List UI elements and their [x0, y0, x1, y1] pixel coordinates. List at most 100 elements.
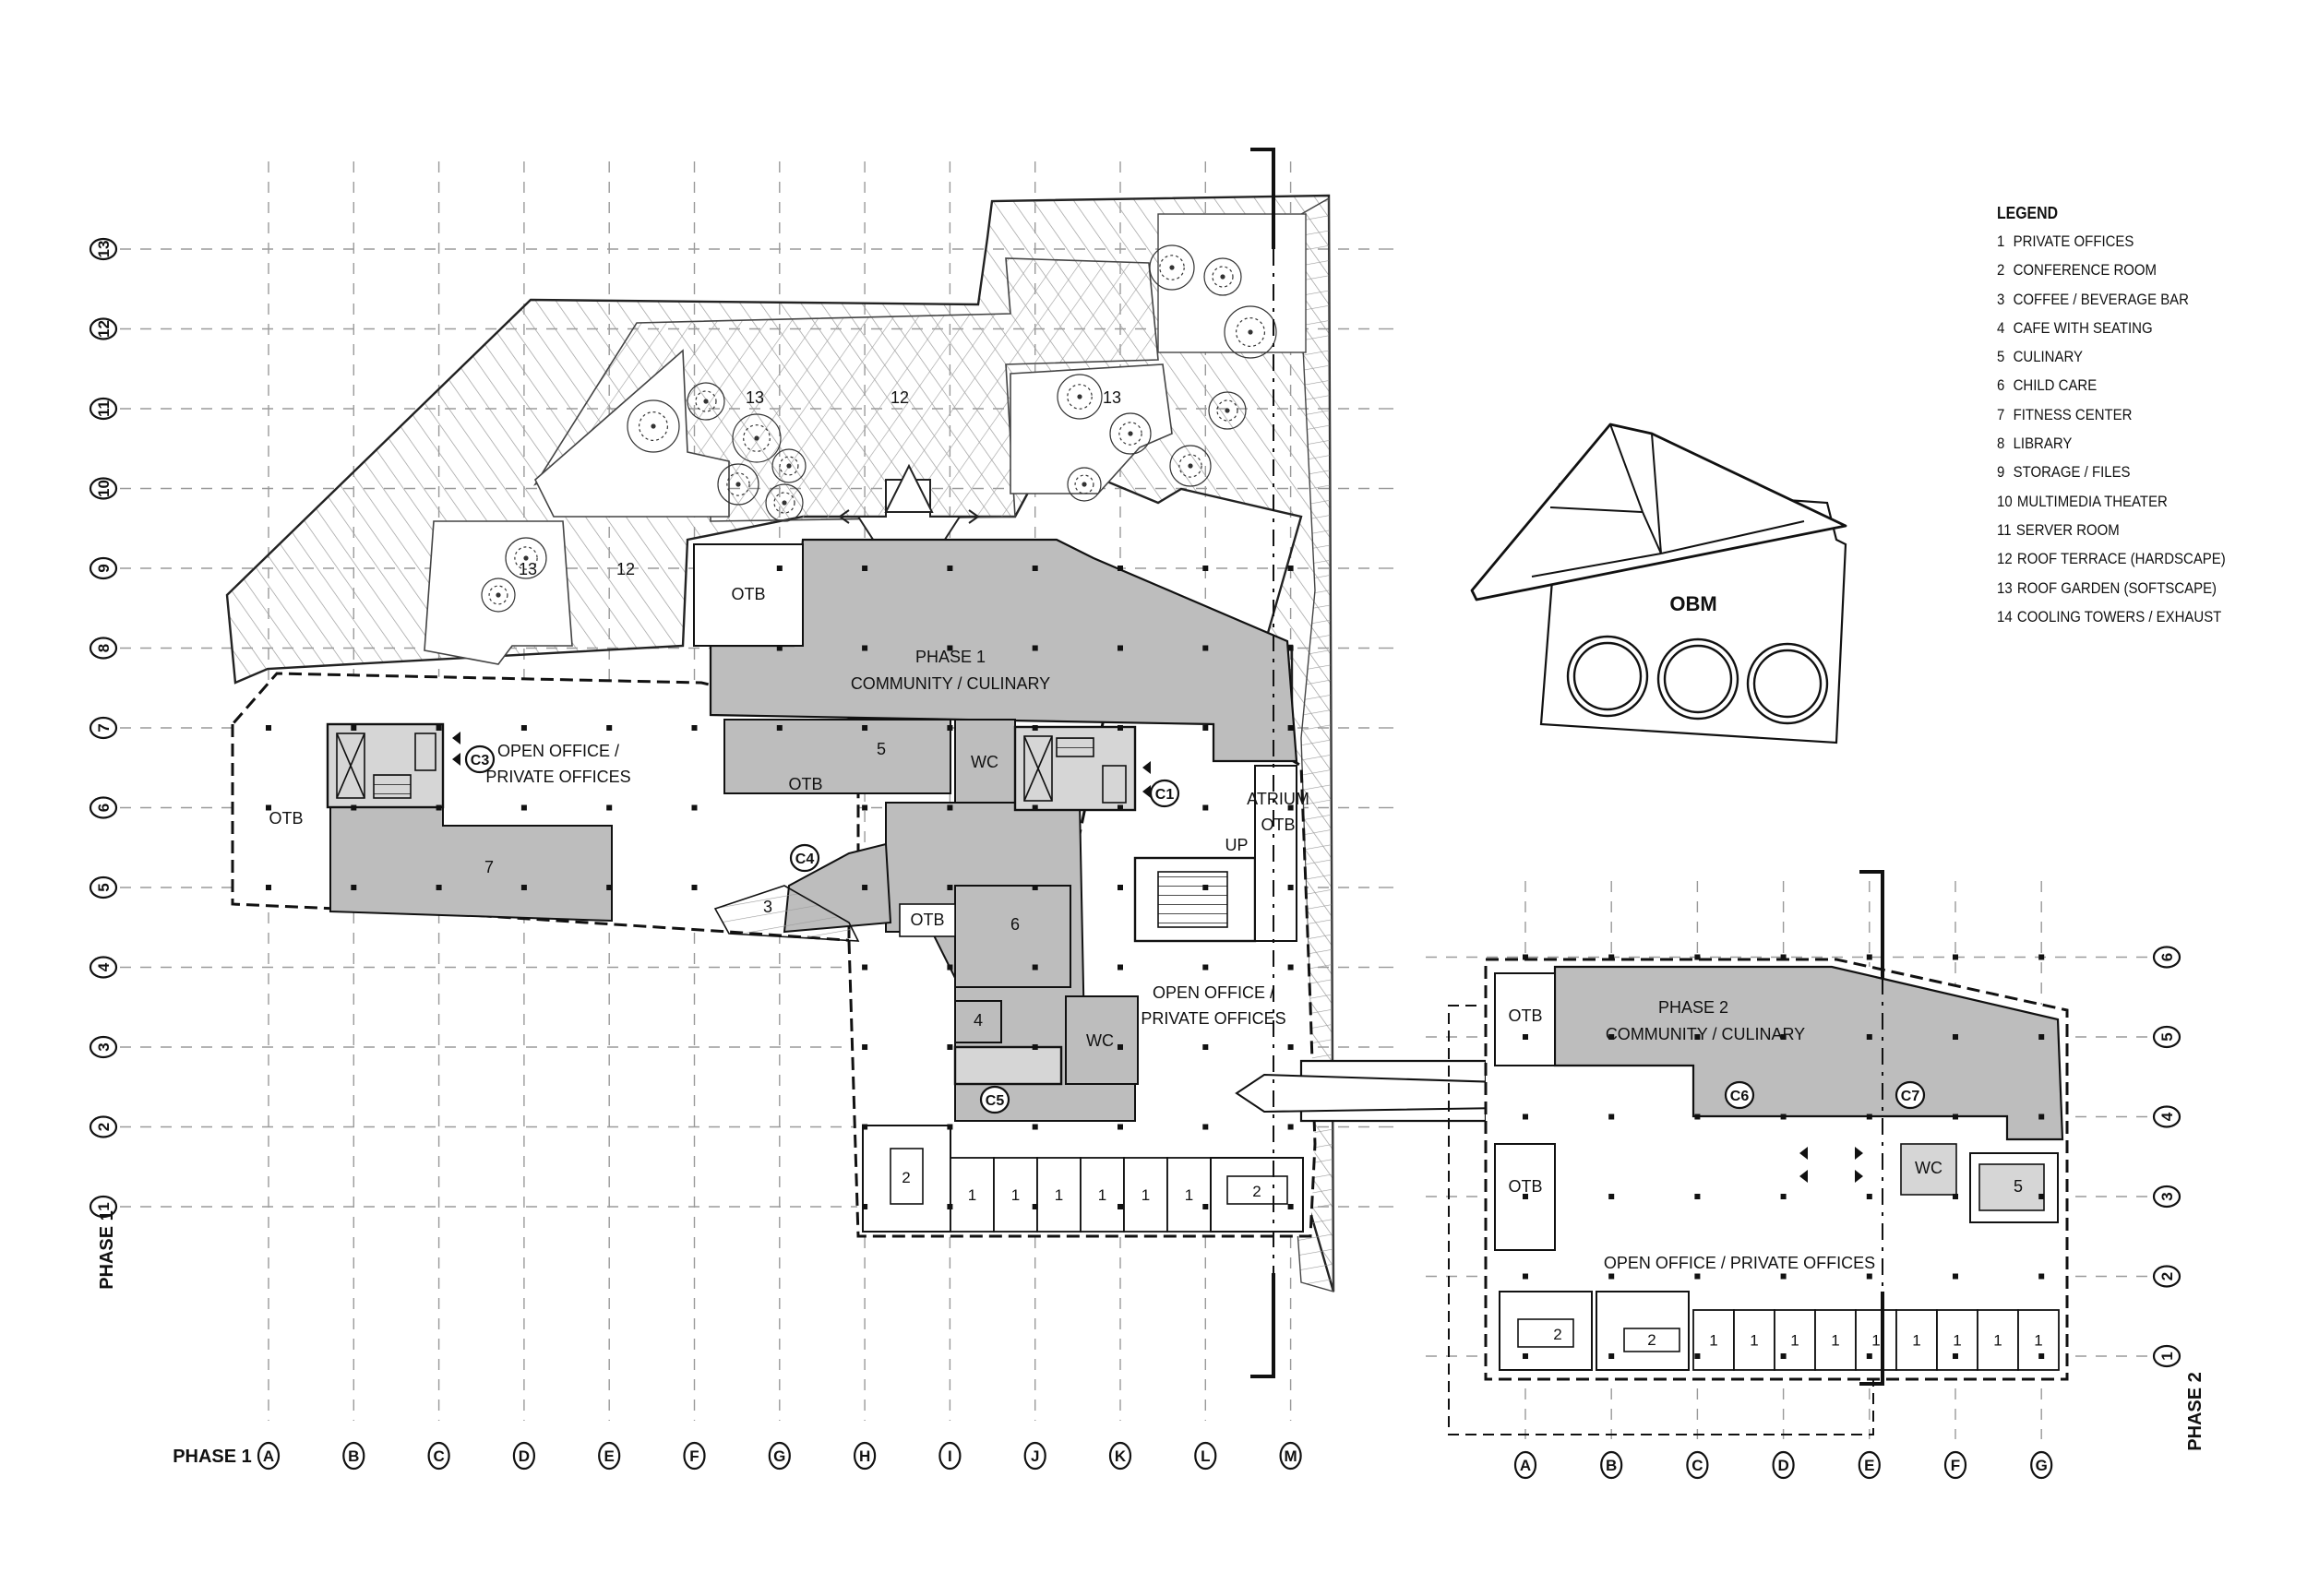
structural-column	[1608, 1273, 1615, 1280]
legend-item-label: CULINARY	[2013, 348, 2083, 366]
grid-bubble-label: D	[519, 1447, 530, 1465]
structural-column	[947, 725, 953, 731]
structural-column	[266, 725, 271, 731]
grid-bubble-ring	[683, 1441, 706, 1471]
grid-bubble: B	[1600, 1450, 1623, 1480]
direction-arrow-icon	[1855, 1170, 1863, 1183]
structural-column	[1523, 1114, 1528, 1120]
otb-room-p2-north	[1494, 972, 1556, 1066]
room-number-12b: 12	[616, 560, 635, 578]
grid-bubble: F	[1943, 1450, 1967, 1480]
structural-column	[862, 1044, 868, 1050]
structural-column	[1608, 954, 1615, 960]
core-tag-label: C5	[986, 1093, 1005, 1109]
tree-icon	[1109, 412, 1152, 455]
phase2-extent-outline	[1448, 1005, 1874, 1435]
otb-room-north	[693, 543, 804, 647]
legend-item-label: MULTIMEDIA THEATER	[2016, 492, 2168, 510]
tree-canopy	[1224, 305, 1277, 359]
tree-trunk	[786, 463, 792, 469]
legend-item-number: 5	[1997, 348, 2005, 366]
structural-column	[862, 1204, 868, 1209]
structural-column	[1118, 1204, 1123, 1209]
core-tag-label: C4	[795, 852, 815, 867]
structural-column	[266, 804, 271, 811]
structural-column	[1287, 885, 1294, 890]
legend-item-number: 12	[1997, 550, 2013, 568]
office-room-number: 1	[1142, 1186, 1150, 1204]
core-tag-ring	[1895, 1080, 1926, 1110]
grid-bubble-label: B	[348, 1447, 359, 1465]
grid-bubble: 8	[89, 637, 118, 660]
structural-column	[776, 566, 783, 571]
core-c5	[953, 1045, 1063, 1086]
legend-item-number: 1	[1997, 232, 2005, 250]
cooling-tower-3-inner	[1752, 649, 1823, 719]
legend-item-label: CHILD CARE	[2013, 376, 2098, 395]
tree-trunk	[496, 592, 501, 598]
structural-column	[1694, 1353, 1701, 1359]
office-room-number: 1	[1912, 1332, 1920, 1350]
structural-column	[1608, 1353, 1615, 1359]
grid-bubble: 10	[89, 477, 118, 500]
roof-area: 12 13 13 13 12	[225, 194, 1335, 1292]
coffee-bar	[713, 885, 860, 942]
structural-column	[1287, 1044, 1294, 1050]
grid-bubble: 1	[2152, 1344, 2181, 1368]
office-room-number: 1	[1011, 1186, 1020, 1204]
tree-canopy-inner	[514, 546, 538, 570]
grid-bubble-ring	[1279, 1441, 1302, 1471]
room-number-2: 2	[1252, 1183, 1261, 1200]
office-room-number: 1	[1831, 1332, 1839, 1350]
tree-trunk	[1128, 431, 1133, 436]
tree-canopy	[1208, 391, 1247, 430]
core-tag-c5: C5	[979, 1085, 1010, 1114]
grid-bubble-label: A	[263, 1447, 274, 1465]
legend-item: 5 CULINARY	[1997, 342, 2257, 371]
grid-bubble-ring	[2152, 1265, 2181, 1288]
tree-canopy-inner	[1067, 384, 1093, 410]
grid-bubble-ring	[257, 1441, 281, 1471]
grid-bubble: 3	[2152, 1185, 2181, 1209]
structural-column	[691, 725, 698, 731]
open-office-east-l1: OPEN OFFICE /	[1153, 983, 1274, 1002]
office-room	[1733, 1309, 1775, 1371]
structural-column	[1694, 1273, 1701, 1280]
grid-bubble-ring	[427, 1441, 450, 1471]
wc-label-p2: WC	[1915, 1159, 1942, 1177]
structural-column	[1032, 885, 1038, 890]
structural-column	[1866, 1034, 1872, 1040]
structural-column	[1118, 885, 1123, 890]
office-room	[1692, 1309, 1735, 1371]
legend-item-number: 7	[1997, 405, 2005, 423]
core-tag-ring	[464, 744, 496, 774]
tree-trunk	[703, 399, 709, 404]
grid-bubble-label: 1	[95, 1202, 113, 1210]
grid-bubble: G	[768, 1441, 791, 1471]
legend-item-number: 4	[1997, 318, 2005, 337]
structural-column	[1032, 1204, 1038, 1209]
tree-canopy	[1149, 244, 1195, 291]
structural-column	[1118, 566, 1123, 571]
grid-bubble-label: 8	[95, 644, 113, 652]
office-room	[1774, 1309, 1816, 1371]
structural-column	[1202, 725, 1209, 731]
grid-bubble-label: F	[1951, 1457, 1960, 1474]
grid-bubble-ring	[89, 796, 118, 819]
grid-bubble-label: 3	[95, 1042, 113, 1051]
structural-column	[1287, 1124, 1294, 1130]
core-tag-label: C3	[471, 753, 490, 768]
structural-column	[1866, 1194, 1872, 1199]
structural-column	[351, 804, 357, 811]
legend-item-label: COOLING TOWERS / EXHAUST	[2016, 607, 2222, 625]
grid-bubble-ring	[1023, 1441, 1046, 1471]
grid-bubble-ring	[1108, 1441, 1132, 1471]
cooling-tower-2-inner	[1663, 644, 1733, 714]
room-number-2: 2	[1647, 1331, 1656, 1349]
legend-item-number: 13	[1997, 578, 2013, 597]
office-room-number: 1	[1871, 1332, 1880, 1350]
